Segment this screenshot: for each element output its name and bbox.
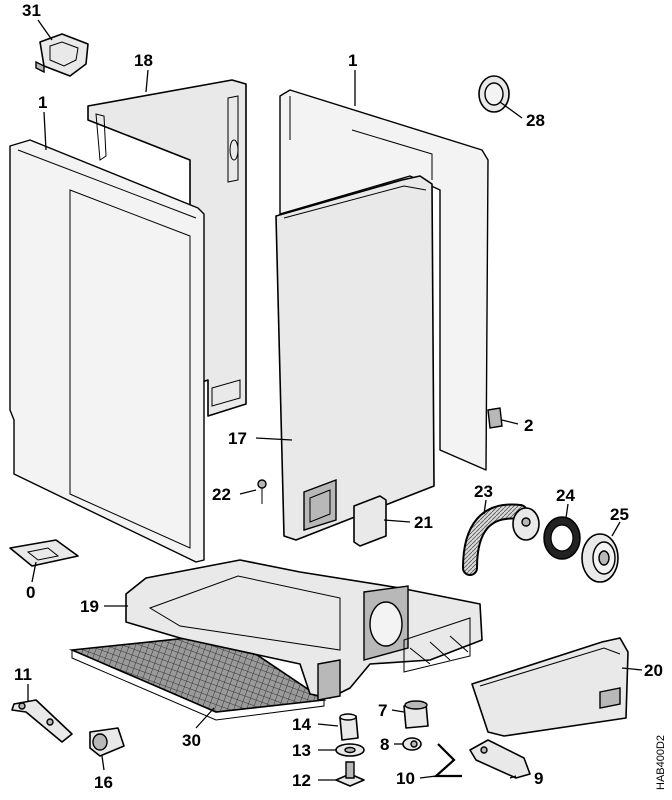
leader-23 (483, 499, 487, 515)
callout-11: 11 (14, 665, 32, 684)
callout-23: 23 (474, 482, 493, 501)
callout-22: 22 (212, 485, 231, 504)
callout-9: 9 (534, 769, 543, 788)
part-2-clip (487, 407, 503, 429)
part-18-rear-panel (87, 79, 247, 417)
leader-10 (419, 775, 437, 779)
callout-16: 16 (94, 773, 113, 792)
part-0-plate (9, 539, 79, 567)
leader-31 (37, 19, 53, 41)
part-31-bracket (35, 33, 89, 77)
part-10-wire-rod (433, 743, 462, 778)
callout-24: 24 (556, 486, 575, 505)
leader-1-left (43, 111, 47, 151)
callout-labels: 31 18 1 1 28 2 17 22 21 23 24 25 0 19 20… (14, 1, 663, 792)
leader-7 (391, 709, 405, 713)
part-7-bushing (403, 700, 429, 729)
part-19-base-frame (125, 559, 483, 701)
leader-30 (195, 707, 215, 729)
leader-24 (565, 503, 569, 519)
callout-13: 13 (292, 741, 311, 760)
part-16-foot (89, 727, 125, 757)
part-20-kick-panel (471, 637, 629, 737)
part-17-front-panel (275, 175, 435, 541)
callout-18: 18 (134, 51, 153, 70)
callout-30: 30 (182, 731, 201, 750)
part-9-handle-lever (469, 739, 531, 779)
part-1-left-side-panel (9, 139, 205, 563)
part-23-drain-hose (462, 503, 540, 576)
leader-16 (101, 755, 105, 771)
leader-22 (239, 489, 257, 495)
leader-9 (509, 775, 517, 779)
drawing-code: HAB400D2 (655, 735, 667, 790)
part-12-leveling-foot (335, 761, 365, 787)
leader-17 (255, 437, 293, 441)
part-1-right-side-panel (279, 89, 489, 471)
part-21-cover-plate (353, 495, 387, 547)
callout-19: 19 (80, 597, 99, 616)
callout-1-left: 1 (38, 93, 47, 112)
callout-1-right: 1 (348, 51, 357, 70)
callout-10: 10 (396, 769, 415, 788)
leader-25 (611, 521, 621, 537)
callout-0: 0 (26, 583, 35, 602)
callout-17: 17 (228, 429, 247, 448)
leader-20 (621, 667, 643, 671)
part-30-mesh-filter (68, 633, 327, 721)
leader-lines (27, 19, 643, 781)
callout-14: 14 (292, 715, 311, 734)
callout-8: 8 (380, 735, 389, 754)
leader-14 (317, 723, 339, 727)
callout-28: 28 (526, 111, 545, 130)
part-13-washer (335, 743, 365, 757)
callout-12: 12 (292, 771, 311, 790)
callout-21: 21 (414, 513, 433, 532)
callout-25: 25 (610, 505, 629, 524)
part-25-cap (581, 533, 619, 583)
callout-2: 2 (524, 416, 533, 435)
part-11-mounting-bracket (11, 699, 73, 743)
leader-18 (145, 69, 149, 93)
callout-31: 31 (22, 1, 41, 20)
part-14-spacer (339, 713, 359, 741)
leader-0 (31, 561, 37, 583)
callout-7: 7 (378, 701, 387, 720)
part-8-nut (402, 737, 422, 751)
leader-28 (499, 101, 523, 119)
part-28-grommet (478, 75, 510, 113)
leader-2 (501, 419, 519, 425)
leader-21 (383, 519, 411, 523)
callout-20: 20 (644, 661, 663, 680)
part-24-ring (543, 516, 581, 560)
part-22-screw (257, 479, 267, 504)
